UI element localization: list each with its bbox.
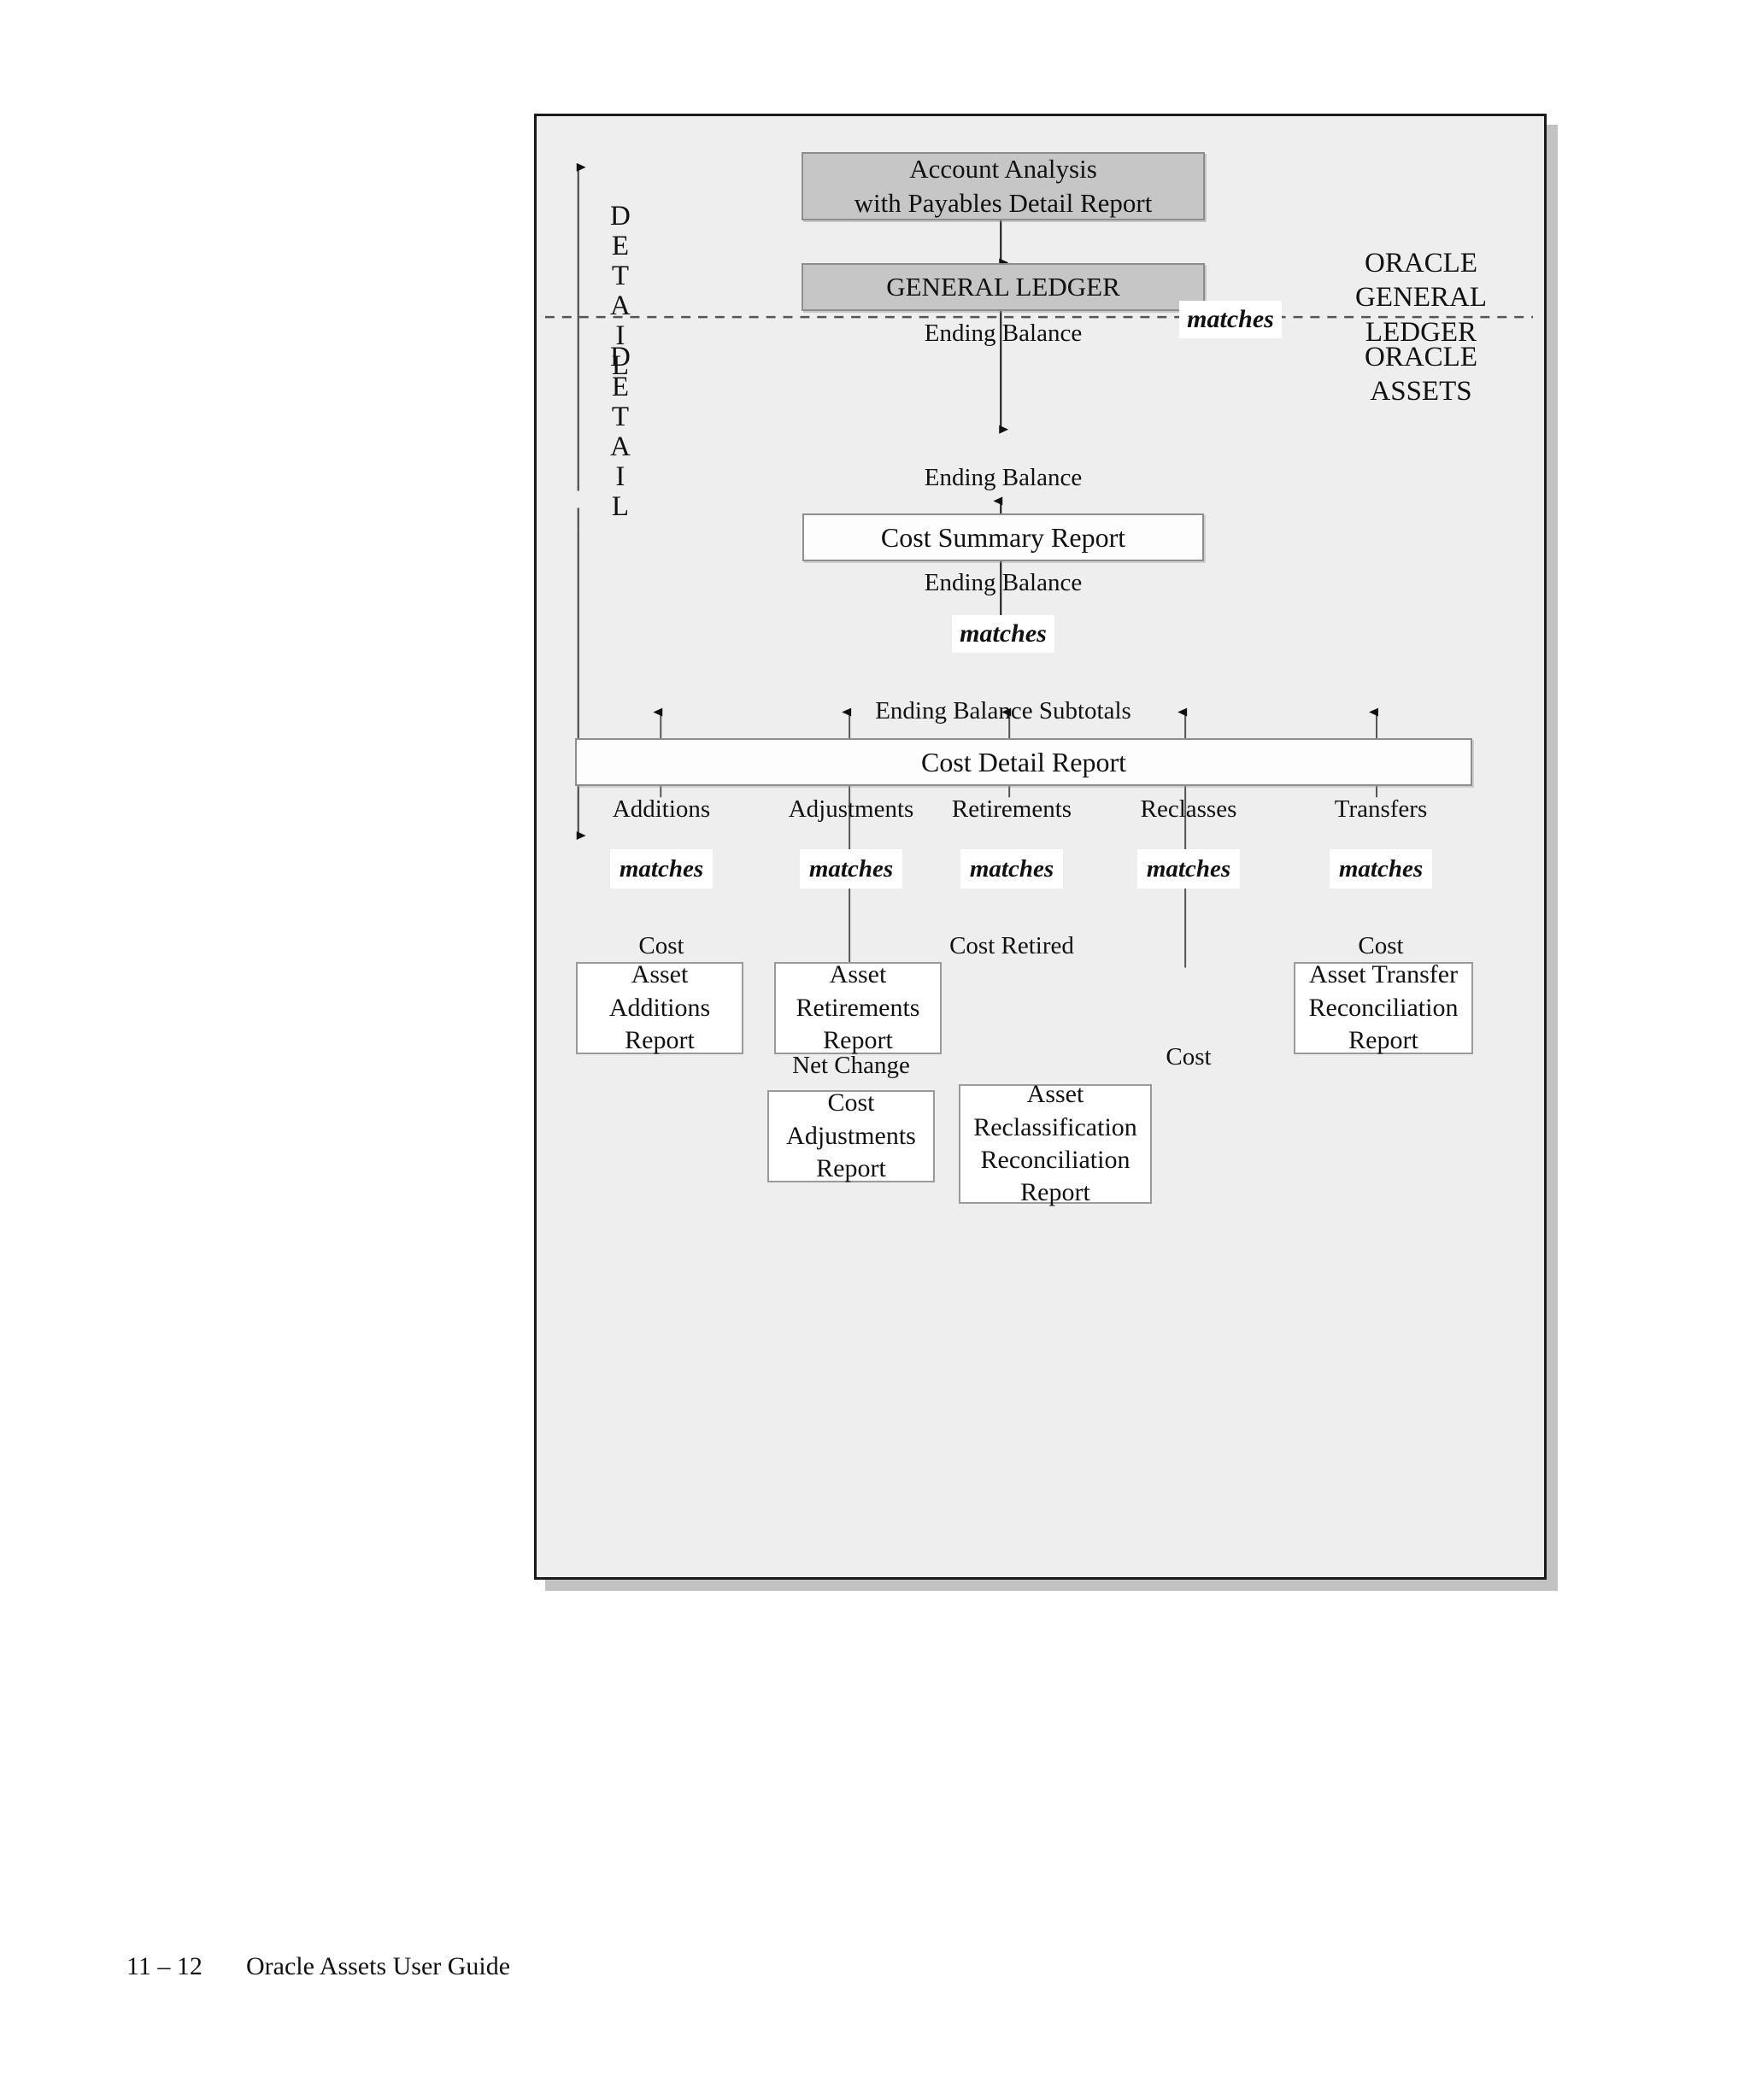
matches-chip-adjustments: matches — [800, 849, 902, 889]
column-header-reclasses: Reclasses — [1140, 795, 1237, 823]
detail-letter: D — [610, 201, 631, 232]
detail-letter: E — [611, 230, 629, 261]
label-ending-balance-subtotals: Ending Balance Subtotals — [875, 697, 1131, 724]
column-header-retirements: Retirements — [951, 795, 1072, 823]
node-asset-additions-report[interactable]: Asset Additions Report — [576, 960, 743, 1054]
matches-chip-additions: matches — [610, 849, 713, 889]
oracle-assets-label: ORACLE ASSETS — [1365, 342, 1477, 408]
matches-chip-below-summary: matches — [952, 615, 1054, 653]
detail-letter: A — [610, 290, 631, 321]
node-account-analysis-report[interactable]: Account Analysis with Payables Detail Re… — [802, 152, 1205, 220]
matches-chip-transfers: matches — [1330, 849, 1432, 889]
footer-guide-title: Oracle Assets User Guide — [246, 1952, 511, 1980]
detail-letter: I — [615, 320, 625, 351]
page-footer: 11 – 12 Oracle Assets User Guide — [126, 1952, 510, 1981]
label-ending-balance-gl: Ending Balance — [924, 320, 1083, 347]
label-cost-additions: Cost — [638, 932, 684, 959]
reconciliation-diagram-frame: D E T A I L D E T A I L ORACLE GENERAL L… — [534, 114, 1547, 1580]
node-asset-retirements-report[interactable]: Asset Retirements Report — [774, 960, 942, 1054]
label-ending-balance-above-summary: Ending Balance — [924, 464, 1083, 491]
oracle-general-ledger-label: ORACLE GENERAL LEDGER — [1355, 248, 1487, 348]
node-asset-transfer-reconciliation-report[interactable]: Asset Transfer Reconciliation Report — [1294, 960, 1473, 1054]
label-ending-balance-below-summary: Ending Balance — [924, 569, 1083, 596]
column-header-adjustments: Adjustments — [788, 795, 914, 823]
label-cost-transfers: Cost — [1358, 932, 1404, 959]
node-asset-reclassification-reconciliation-report[interactable]: Asset Reclassification Reconciliation Re… — [959, 1080, 1152, 1206]
column-header-additions: Additions — [612, 795, 711, 823]
detail-axis-label-lower: D E T A I L — [610, 343, 631, 522]
detail-letter: I — [615, 460, 625, 492]
node-cost-summary-report[interactable]: Cost Summary Report — [802, 513, 1204, 561]
label-net-change: Net Change — [792, 1052, 910, 1079]
detail-letter: D — [610, 342, 631, 372]
matches-chip-retirements: matches — [960, 849, 1063, 889]
detail-letter: A — [610, 431, 631, 462]
detail-letter: E — [611, 371, 629, 402]
detail-axis-label-upper: D E T A I L — [610, 202, 631, 381]
node-cost-adjustments-report[interactable]: Cost Adjustments Report — [767, 1088, 935, 1182]
node-cost-detail-report[interactable]: Cost Detail Report — [575, 738, 1472, 786]
matches-chip-reclasses: matches — [1137, 849, 1240, 889]
detail-letter: T — [611, 401, 629, 432]
node-general-ledger[interactable]: GENERAL LEDGER — [802, 263, 1205, 311]
label-cost-retired: Cost Retired — [949, 932, 1074, 959]
detail-letter: L — [611, 349, 629, 381]
footer-page-number: 11 – 12 — [126, 1952, 203, 1980]
detail-letter: L — [611, 490, 629, 522]
detail-letter: T — [611, 260, 629, 291]
matches-chip-divider: matches — [1179, 301, 1282, 338]
label-cost-reclasses: Cost — [1166, 1043, 1212, 1071]
column-header-transfers: Transfers — [1334, 795, 1428, 823]
